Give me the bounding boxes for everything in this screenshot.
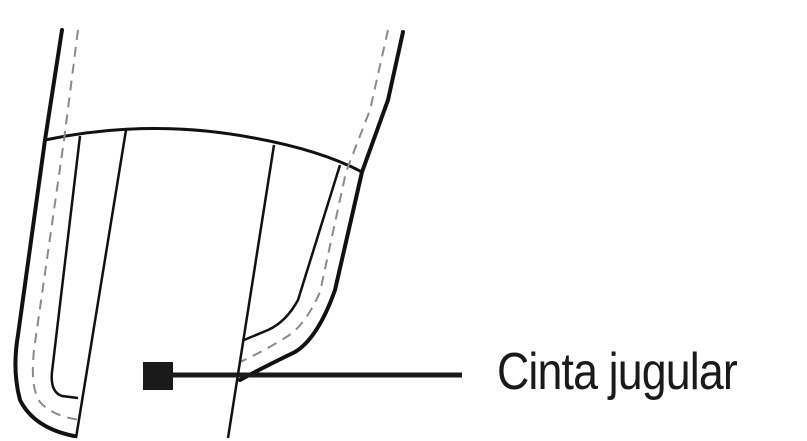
housing-outline-left: [13, 28, 76, 438]
buckle-frame-right: [243, 164, 342, 342]
callout-label-cinta-jugular: Cinta jugular: [497, 343, 738, 401]
buckle-frame-left: [50, 135, 82, 400]
stitch-outer-left: [31, 29, 81, 421]
housing-outline-right: [238, 30, 405, 382]
buckle-top-band: [44, 126, 363, 174]
strap-edge-left: [74, 129, 128, 439]
callout-marker: [143, 362, 173, 390]
stitch-outer-right: [239, 29, 389, 363]
strap-edge-right: [226, 144, 276, 439]
